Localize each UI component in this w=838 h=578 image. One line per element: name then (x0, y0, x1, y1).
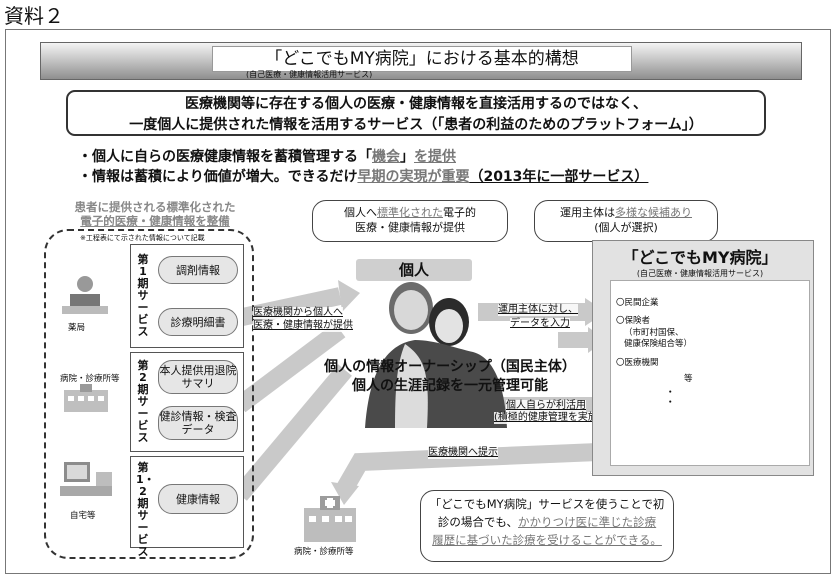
speech-bubble-standardized: 個人へ標準化された電子的 医療・健康情報が提供 (312, 200, 508, 242)
bullet1-pre: ・個人に自らの医療健康情報を蓄積管理する「 (78, 149, 372, 165)
bubble-right-line-2: (個人が選択) (594, 221, 658, 234)
arrow-phase12-to-person (233, 364, 352, 501)
bubble-top-line-2: 医療・健康情報が提供 (355, 221, 465, 234)
phase1-label: 第1期サービス (137, 253, 149, 338)
concept-line-2: 一度個人に提供された情報を活用するサービス（「患者の利益のためのプラットフォーム… (129, 117, 703, 133)
pharmacist-icon (62, 276, 108, 314)
concept-box (66, 90, 766, 136)
bubble-top-line-1: 個人へ標準化された電子的 (313, 205, 507, 220)
ownership-line-2: 個人の生涯記録を一元管理可能 (352, 378, 548, 394)
operator-dot-2: ・ (666, 398, 675, 408)
left-caption-line-2: 電子的医療・健康情報を整備 (80, 214, 230, 228)
bubble-top-pre: 個人へ (344, 206, 377, 219)
bubble-right-accent: 多様な候補あり (615, 206, 692, 219)
diagram-frame (5, 29, 831, 574)
place-hospital-bottom: 病院・診療所等 (294, 547, 354, 557)
arrowhead-hospital (331, 482, 359, 505)
place-pharmacy: 薬局 (68, 323, 86, 333)
service-subtitle: (自己医療・健康情報活用サービス) (636, 269, 764, 278)
home-computer-icon (60, 462, 112, 496)
benefit-line-3: 履歴に基づいた診療を受けることができる。 (429, 531, 665, 549)
operator-private: 〇民間企業 (616, 298, 659, 308)
label-to-med: 医療機関へ提示 (428, 447, 498, 459)
left-caption-line-1: 患者に提供される標準化された (74, 200, 236, 214)
person-label-bar (356, 259, 472, 281)
bullet2-accent: 早期の実現が重要 (357, 169, 470, 185)
operator-list-box (610, 280, 810, 466)
hospital-bottom-icon (304, 496, 356, 542)
arrowhead-phase1 (338, 280, 360, 312)
bubble-top-post: 電子的 (443, 206, 476, 219)
service-title: 「どこでもMY病院」 (622, 248, 778, 267)
bubble-right-pre: 運用主体は (560, 206, 615, 219)
bullet1-mid: 」 (400, 149, 414, 165)
operator-insurer-detail-1: （市町村国保、 (624, 328, 684, 338)
phase12-item-health: 健康情報 (158, 484, 238, 514)
page-title: 「どこでもMY病院」における基本的構想 (265, 49, 579, 69)
bubble-right-line-1: 運用主体は多様な候補あり (535, 205, 717, 220)
operator-medical: 〇医療機関 (616, 358, 659, 368)
title-inner-box (212, 46, 632, 72)
left-note: ※工程表にて示された情報について記載 (80, 234, 205, 242)
bullet1-accent: 機会 (372, 149, 400, 165)
place-home: 自宅等 (70, 511, 96, 521)
label-self-use-1: 個人自らが利活用 (506, 400, 586, 412)
benefit-line-2: 診の場合でも、かかりつけ医に準じた診療 (429, 513, 665, 531)
bullet-opportunity: ・個人に自らの医療健康情報を蓄積管理する「機会」を提供 (78, 146, 456, 166)
page-subtitle: (自己医療・健康情報活用サービス) (246, 70, 373, 79)
bubble-top-accent: 標準化された (377, 206, 443, 219)
phase1-item-statement: 診療明細書 (158, 308, 238, 336)
document-label: 資料２ (4, 4, 64, 28)
bullet2-pre: ・情報は蓄積により価値が増大。できるだけ (78, 169, 358, 185)
phase2-item-summary: 本人提供用退院サマリ (158, 360, 238, 394)
speech-bubble-operator: 運用主体は多様な候補あり (個人が選択) (534, 200, 718, 242)
phase2-label: 第2期サービス (137, 359, 149, 444)
label-to-operator-2: データを入力 (510, 318, 570, 330)
benefit-line-2-pre: 診の場合でも、 (437, 515, 519, 529)
operator-insurer-detail-2: 健康保険組合等） (624, 339, 693, 349)
benefit-line-3-accent: 履歴に基づいた診療を受けることができる。 (432, 533, 662, 547)
arrow-phase2-to-person (234, 322, 346, 413)
benefit-line-2-accent: かかりつけ医に準じた診療 (518, 515, 657, 529)
label-from-med-1: 医療機関から個人へ (253, 307, 343, 319)
phase12-label: 第1・2期サービス (136, 461, 155, 558)
person-label: 個人 (398, 261, 429, 279)
bullet1-accent2: を提供 (414, 149, 456, 165)
label-to-operator-1: 運用主体に対し、 (498, 304, 578, 316)
operator-insurer: 〇保険者 (616, 316, 651, 326)
concept-line-1: 医療機関等に存在する個人の医療・健康情報を直接活用するのではなく、 (185, 96, 647, 112)
label-from-med-2: 医療・健康情報が提供 (253, 320, 353, 332)
hospital-building-icon (64, 384, 108, 412)
bullet2-post: （2013年に一部サービス） (469, 169, 649, 185)
couple-illustration (365, 282, 507, 428)
phase2-item-checkup: 健診情報・検査データ (158, 406, 238, 440)
left-dashed-region (44, 229, 254, 559)
arrow-to-hospital (337, 443, 599, 493)
operator-etc: 等 (684, 374, 693, 384)
bullet-early-realization: ・情報は蓄積により価値が増大。できるだけ早期の実現が重要（2013年に一部サービ… (78, 166, 648, 186)
phase1-item-dispensing: 調剤情報 (158, 256, 238, 284)
speech-bubble-benefit: 「どこでもMY病院」サービスを使うことで初 診の場合でも、かかりつけ医に準じた診… (420, 490, 674, 562)
operator-dot-1: ・ (666, 388, 675, 398)
label-self-use-2: (積極的健康管理を実施) (494, 412, 602, 424)
ownership-line-1: 個人の情報オーナーシップ（国民主体） (324, 359, 576, 375)
benefit-line-1: 「どこでもMY病院」サービスを使うことで初 (429, 497, 665, 511)
place-hospital: 病院・診療所等 (60, 374, 120, 384)
